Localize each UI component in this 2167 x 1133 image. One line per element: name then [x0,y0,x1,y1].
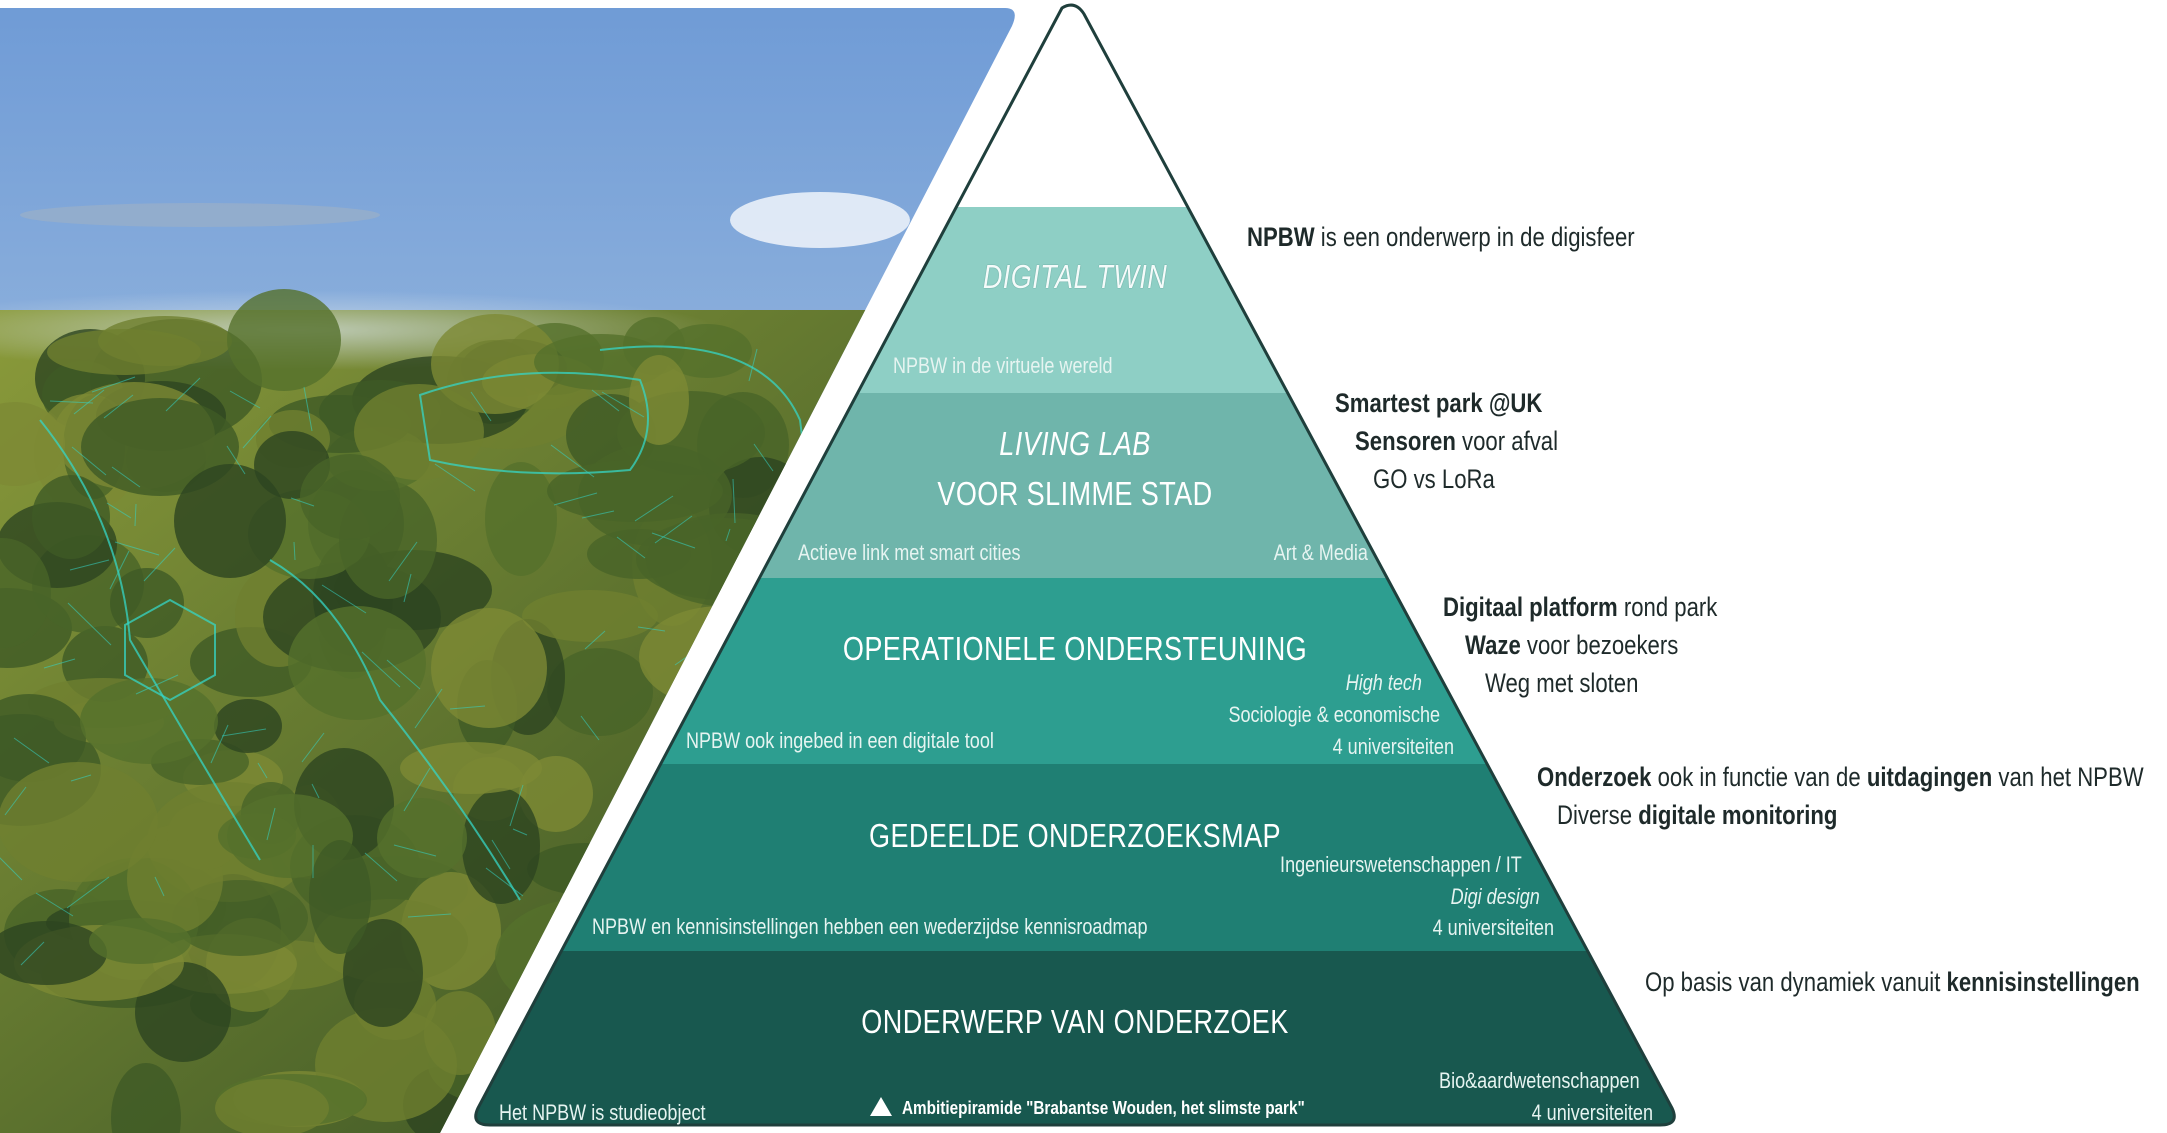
tier-note-digital-twin: NPBW in de virtuele wereld [893,353,1113,378]
annotation-bold-text: NPBW [1247,222,1315,252]
tier-gedeelde-onderzoeksmap [475,764,1675,951]
annotation-operationele: Digitaal platform rond park [1443,592,1717,623]
annotation-operationele: Weg met sloten [1485,668,1638,699]
annotation-gedeelde: Diverse digitale monitoring [1557,800,1837,831]
tier-note-operationele: NPBW ook ingebed in een digitale tool [686,728,994,753]
annotation-line: NPBW is een onderwerp in de digisfeer [1247,222,1635,253]
annotation-bold-text: Onderzoek [1537,762,1652,792]
annotation-bold-text: Smartest park @UK [1335,388,1543,418]
tier-title-onderwerp-van-onderzoek: ONDERWERP VAN ONDERZOEK [861,1003,1289,1040]
annotation-line: Waze voor bezoekers [1465,630,1678,661]
annotation-line: Op basis van dynamiek vanuit kennisinste… [1645,967,2140,998]
tier-title-living-lab: LIVING LAB [999,425,1151,462]
annotation-line: Diverse digitale monitoring [1557,800,1837,831]
annotation-bold-text: Digitaal platform [1443,592,1618,622]
pyramid-caption: Ambitiepiramide "Brabantse Wouden, het s… [870,1097,1376,1119]
annotation-bold-text: uitdagingen [1866,762,1993,792]
tier-right-note: Digi design [1450,884,1540,909]
tier-right-note: 4 universiteiten [1531,1100,1653,1125]
annotation-text: voor afval [1455,426,1559,456]
annotation-operationele: Waze voor bezoekers [1465,630,1678,661]
pyramid-outline [474,3,1676,1127]
tier-right-note: High tech [1345,670,1422,695]
tier-title-gedeelde-onderzoeksmap: GEDEELDE ONDERZOEKSMAP [868,817,1281,854]
tier-note-onderwerp: Het NPBW is studieobject [499,1100,706,1125]
caption-text: Ambitiepiramide "Brabantse Wouden, het s… [902,1098,1306,1118]
annotation-line: GO vs LoRa [1373,464,1495,495]
annotation-text: rond park [1617,592,1718,622]
tier-right-note: Sociologie & economische [1228,702,1440,727]
annotation-line: Onderzoek ook in functie van de uitdagin… [1537,762,2144,793]
annotation-bold-text: Waze [1465,630,1521,660]
annotation-line: Sensoren voor afval [1355,426,1558,457]
annotation-line: Weg met sloten [1485,668,1638,699]
annotation-living-lab: GO vs LoRa [1373,464,1495,495]
annotation-line: Smartest park @UK [1335,388,1542,419]
annotation-text: is een onderwerp in de digisfeer [1314,222,1635,252]
tier-right-note: Bio&aardwetenschappen [1439,1068,1640,1093]
tier-title-digital-twin: DIGITAL TWIN [982,258,1168,295]
tier-title-operationele-ondersteuning: OPERATIONELE ONDERSTEUNING [842,630,1308,667]
annotation-bold-text: kennisinstellingen [1946,967,2140,997]
tier-note-gedeelde: NPBW en kennisinstellingen hebben een we… [592,914,1148,939]
triangle-icon [870,1097,892,1116]
annotation-gedeelde: Onderzoek ook in functie van de uitdagin… [1537,762,2144,793]
annotation-text: ook in functie van de [1651,762,1867,792]
tier-title-living-lab-line2: VOOR SLIMME STAD [937,475,1213,512]
tier-onderwerp-van-onderzoek [475,951,1675,1125]
annotation-digital-twin: NPBW is een onderwerp in de digisfeer [1247,222,1635,253]
annotation-living-lab: Smartest park @UK [1335,388,1542,419]
annotation-onderwerp: Op basis van dynamiek vanuit kennisinste… [1645,967,2140,998]
annotation-text: Weg met sloten [1485,668,1639,698]
tier-right-note: 4 universiteiten [1432,915,1554,940]
tier-right-note: Ingenieurswetenschappen / IT [1280,852,1522,877]
tier-right-note: Art & Media [1273,540,1368,565]
annotation-bold-text: Sensoren [1355,426,1456,456]
annotation-text: voor bezoekers [1520,630,1679,660]
tier-note-living-lab: Actieve link met smart cities [798,540,1021,565]
annotation-text: van het NPBW [1992,762,2144,792]
annotation-bold-text: digitale monitoring [1638,800,1838,830]
annotation-text: Diverse [1557,800,1639,830]
tier-right-note: 4 universiteiten [1332,734,1454,759]
annotation-living-lab: Sensoren voor afval [1355,426,1558,457]
annotation-text: GO vs LoRa [1373,464,1495,494]
annotation-line: Digitaal platform rond park [1443,592,1717,623]
annotation-text: Op basis van dynamiek vanuit [1645,967,1947,997]
